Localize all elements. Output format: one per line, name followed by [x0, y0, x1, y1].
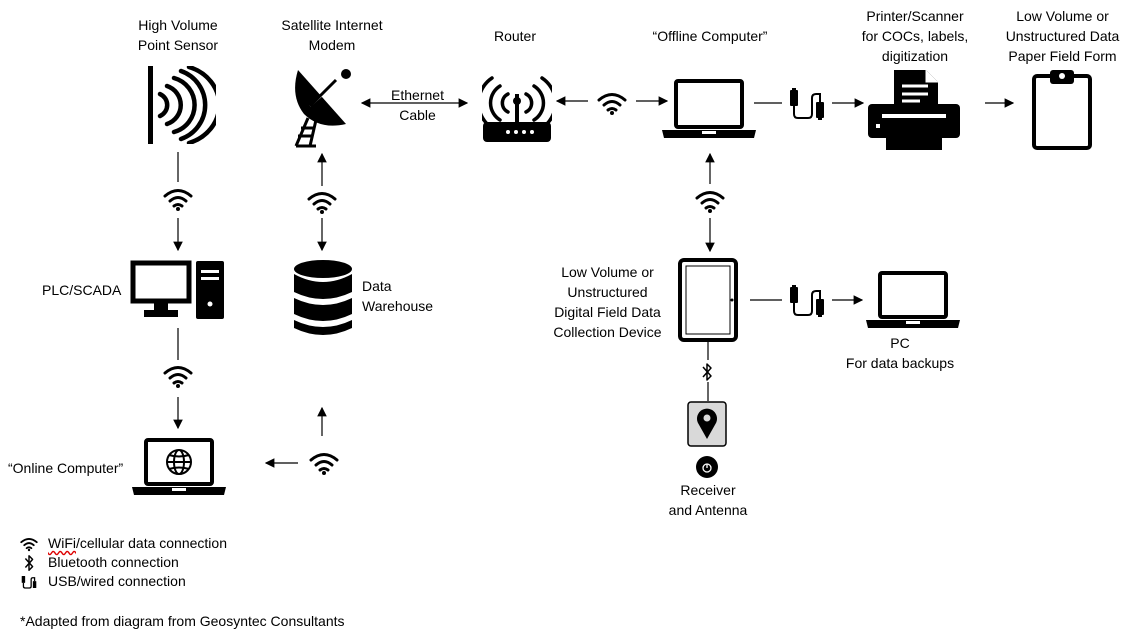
label-ethernet: Ethernet Cable	[391, 87, 444, 123]
legend-bluetooth-label: Bluetooth connection	[48, 554, 179, 570]
wifi-icon	[163, 187, 193, 211]
label-device: Low Volume or Unstructured Digital Field…	[553, 264, 662, 340]
laptop-icon	[662, 78, 756, 140]
legend-wifi-word: WiFi	[48, 535, 76, 551]
desktop-computer-icon	[130, 260, 226, 320]
label-receiver: Receiver and Antenna	[668, 482, 748, 518]
wifi-icon	[695, 189, 725, 213]
legend-wifi-label: /cellular data connection	[76, 535, 227, 551]
label-sensor: High Volume Point Sensor	[137, 17, 219, 53]
usb-cable-icon	[786, 88, 828, 120]
wifi-icon	[163, 364, 193, 388]
label-paper: Low Volume or Unstructured Data Paper Fi…	[1005, 8, 1120, 64]
usb-cable-icon	[786, 285, 828, 317]
legend-usb-label: USB/wired connection	[48, 573, 186, 589]
label-router: Router	[493, 28, 537, 44]
antenna-icon	[695, 455, 719, 479]
usb-cable-icon	[20, 573, 38, 591]
label-printer: Printer/Scanner for COCs, labels, digiti…	[861, 8, 969, 64]
label-online: “Online Computer”	[8, 460, 124, 476]
label-warehouse: Data Warehouse	[362, 278, 434, 314]
wifi-icon	[309, 451, 339, 475]
wifi-icon	[20, 535, 38, 553]
sound-wave-icon	[146, 66, 216, 144]
clipboard-icon	[1030, 68, 1100, 150]
database-icon	[292, 260, 354, 338]
wifi-icon	[597, 91, 627, 115]
bluetooth-icon	[20, 554, 38, 572]
bluetooth-icon	[700, 362, 714, 382]
legend-wifi: WiFi/cellular data connection	[20, 534, 227, 553]
wifi-icon	[307, 190, 337, 214]
location-pin-icon	[687, 401, 727, 447]
satellite-dish-icon	[288, 66, 354, 148]
tablet-icon	[678, 258, 738, 342]
router-icon	[482, 72, 552, 144]
laptop-icon	[866, 270, 960, 330]
footnote: *Adapted from diagram from Geosyntec Con…	[20, 613, 345, 629]
legend-usb: USB/wired connection	[20, 572, 186, 591]
label-plc: PLC/SCADA	[42, 282, 122, 298]
label-modem: Satellite Internet Modem	[281, 17, 383, 53]
legend-bluetooth: Bluetooth connection	[20, 553, 179, 572]
label-pc: PC For data backups	[845, 335, 955, 371]
laptop-globe-icon	[132, 437, 226, 497]
printer-icon	[868, 68, 960, 150]
label-offline: “Offline Computer”	[652, 28, 768, 44]
